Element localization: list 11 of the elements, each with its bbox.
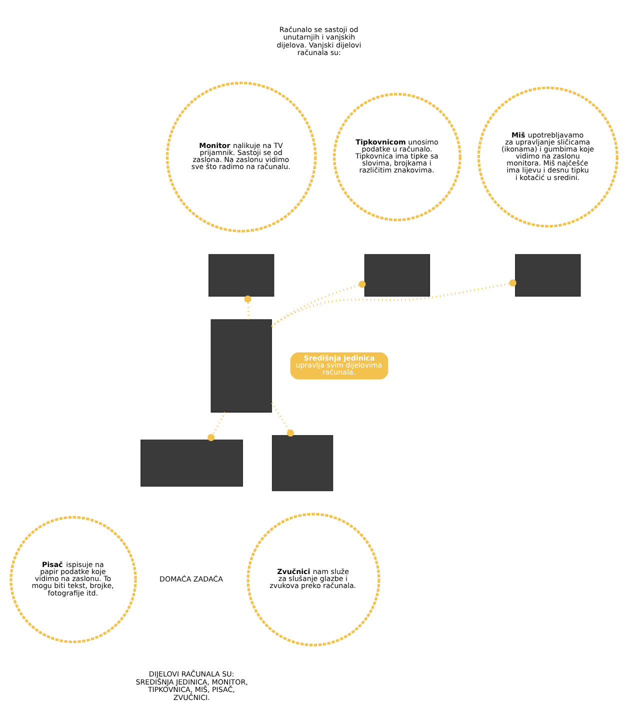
connector	[244, 295, 252, 319]
node-box	[208, 254, 274, 296]
node-box	[210, 318, 272, 412]
connector	[271, 280, 366, 328]
node-box	[515, 254, 581, 296]
node-box	[364, 254, 430, 296]
node-box	[272, 434, 334, 491]
node-box	[140, 439, 243, 486]
connector	[208, 411, 226, 441]
connector	[270, 402, 294, 436]
connector	[271, 278, 516, 326]
